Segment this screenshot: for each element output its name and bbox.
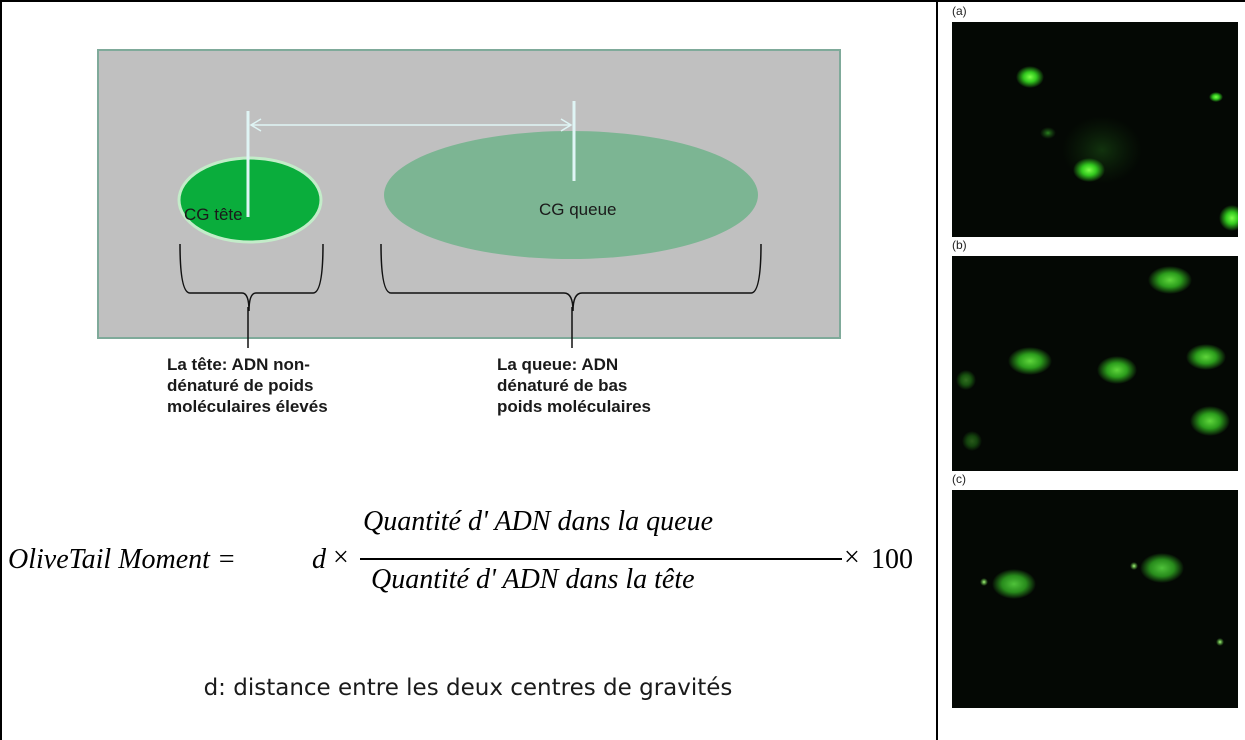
olive-tail-moment-formula: OliveTail Moment = d × Quantité d' ADN d… xyxy=(8,506,936,616)
comet-micrograph-a xyxy=(952,22,1238,237)
formula-distance-symbol: d xyxy=(312,544,326,575)
table-column-divider xyxy=(936,0,938,740)
formula-factor: 100 xyxy=(871,544,913,575)
comet-micrograph-b xyxy=(952,256,1238,471)
brace-connectors xyxy=(247,307,573,348)
tail-caption-line: dénaturé de bas xyxy=(497,376,628,395)
table-top-border xyxy=(0,0,1245,2)
panel-label-a: (a) xyxy=(952,4,967,18)
comet-micrograph-c xyxy=(952,490,1238,708)
distance-arrow xyxy=(249,118,573,132)
head-caption-line: dénaturé de poids xyxy=(167,376,314,395)
formula-times-sign: × xyxy=(844,542,860,573)
fraction-bar xyxy=(360,558,842,560)
formula-numerator: Quantité d' ADN dans la queue xyxy=(363,506,713,537)
tail-cg-label: CG queue xyxy=(539,200,617,219)
formula-lhs: OliveTail Moment = xyxy=(8,544,236,575)
panel-label-b: (b) xyxy=(952,238,967,252)
head-ellipse xyxy=(177,156,323,244)
panel-label-c: (c) xyxy=(952,472,966,486)
head-caption: La tête: ADN non- dénaturé de poids molé… xyxy=(167,354,328,417)
head-caption-line: moléculaires élevés xyxy=(167,397,328,416)
formula-times-sign: × xyxy=(333,542,349,573)
head-cg-label: CG tête xyxy=(184,205,243,224)
comet-diagram: CG tête CG queue xyxy=(97,49,841,339)
formula-denominator: Quantité d' ADN dans la tête xyxy=(371,564,695,595)
tail-caption: La queue: ADN dénaturé de bas poids molé… xyxy=(497,354,651,417)
tail-caption-line: poids moléculaires xyxy=(497,397,651,416)
head-caption-line: La tête: ADN non- xyxy=(167,355,310,374)
tail-caption-line: La queue: ADN xyxy=(497,355,619,374)
tail-ellipse xyxy=(384,131,758,259)
tail-brace xyxy=(380,243,762,312)
head-brace xyxy=(179,243,324,312)
distance-definition: d: distance entre les deux centres de gr… xyxy=(203,675,733,701)
table-left-border xyxy=(0,0,2,740)
